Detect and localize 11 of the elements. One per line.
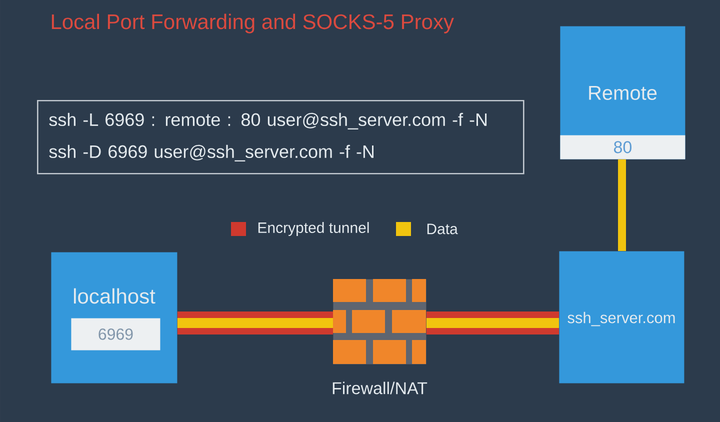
command-box: ssh -L 6969 : remote : 80 user@ssh_server.com -f -N ssh -D 6969 user@ssh_server.com -f -N bbox=[37, 100, 524, 174]
host-box: ssh_server.com bbox=[559, 251, 684, 384]
tunnel-band bbox=[177, 312, 333, 334]
connector-line bbox=[618, 159, 626, 251]
legend-label: Data bbox=[427, 224, 458, 234]
port-field: 80 bbox=[560, 135, 686, 160]
node-caption: Firewall/NAT bbox=[332, 382, 428, 394]
title: Local Port Forwarding and SOCKS-5 Proxy bbox=[52, 14, 454, 34]
port-field: 6969 bbox=[71, 318, 160, 350]
tunnel-band bbox=[426, 312, 559, 334]
legend-label: Encrypted tunnel bbox=[258, 222, 369, 236]
